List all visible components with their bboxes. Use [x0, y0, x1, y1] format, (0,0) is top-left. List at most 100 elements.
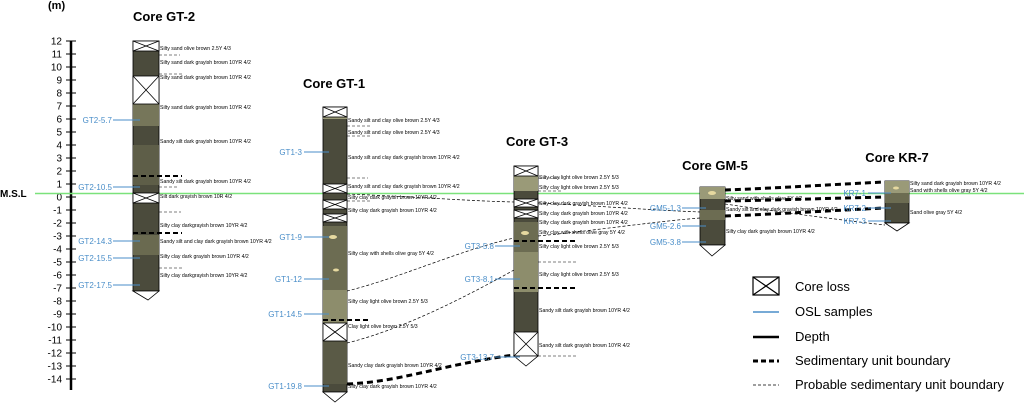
osl-labels: KR7-1 KR7-2 KR7-3: [843, 189, 866, 226]
shell-symbols: [329, 235, 339, 272]
axis-tick-label: 4: [56, 141, 62, 152]
shell-symbols: [521, 231, 529, 235]
osl-sample-label: GT2-5.7: [83, 116, 113, 125]
lithology-label: Silty clay dark grayish brown 10YR 4/2: [539, 201, 628, 207]
correlation-lines: [346, 180, 886, 386]
axis-tick-label: 9: [56, 76, 62, 87]
osl-labels: GT3-5.8 GT3-8.1 GT3-13.7: [460, 242, 494, 362]
core-layer: [700, 210, 725, 220]
lithology-label: Silty sand with shells olive 5Y 4/2: [726, 196, 802, 202]
lithology-label: Silty clay dark grayish brown 10YR 4/2: [348, 208, 437, 214]
lithology-label: Sandy clay dark grayish brown 10YR 4/2: [348, 363, 442, 369]
axis-tick-label: -13: [48, 362, 63, 373]
legend-item-osl: OSL samples: [753, 304, 873, 319]
osl-markers: [495, 245, 520, 358]
lithology-label: Silty clay dark grayish brown 10YR 4/2: [539, 211, 628, 217]
unit-boundaries: [514, 240, 578, 289]
osl-markers: [113, 119, 140, 286]
axis-tick-label: 3: [56, 154, 62, 165]
lithology-label: Silty clay darkgrayish brown 10YR 4/2: [160, 273, 247, 279]
lithology-label: Silty clay dark grayish brown 10YR 4/2: [348, 384, 437, 390]
core-gm-5: Core GM-5 Silty sand with shells olive 5…: [650, 158, 838, 257]
shell-symbols: [708, 191, 716, 195]
lithology-label: Sandy silt and clay olive brown 2.5Y 4/3: [348, 130, 440, 136]
probable-boundary-line: [724, 203, 886, 226]
core-layer: [323, 341, 347, 384]
core-kr-7: Core KR-7 Silty sand dark grayish brown …: [843, 150, 1001, 232]
lithology-label: Silty sand dark grayish brown 10YR 4/2: [910, 181, 1001, 187]
lithology-label: Silty clay with shells olive gray 5Y 4/2: [539, 230, 625, 236]
core-layer: [323, 290, 347, 323]
osl-sample-label: KR7-2: [843, 204, 866, 213]
core-title: Core GT-3: [506, 134, 568, 149]
osl-sample-label: GT2-17.5: [78, 281, 112, 290]
legend-label: OSL samples: [795, 304, 873, 319]
core-descriptions: Sandy silt and clay olive brown 2.5Y 4/3…: [348, 118, 460, 390]
axis-tick-label: 6: [56, 115, 62, 126]
lithology-label: Sandy silt dark grayish brown 10YR 4/2: [160, 139, 251, 145]
msl-label: M.S.L: [0, 189, 27, 200]
axis-tick-label: -5: [53, 258, 62, 269]
lithology-label: Silty sand dark grayish brown 10YR 4/2: [160, 60, 251, 66]
legend-item-core-loss: Core loss: [752, 276, 850, 296]
lithology-label: Sand with shells olive gray 5Y 4/2: [910, 188, 988, 194]
lithology-label: Sandy silt and clay dark grayish brown 1…: [726, 207, 838, 213]
lithology-label: Clay light olive brown 2.5Y 5/3: [348, 324, 418, 330]
axis-tick-label: -9: [53, 310, 62, 321]
lithology-label: Silty sand dark grayish brown 10YR 4/2: [160, 75, 251, 81]
lithology-label: Silty sand olive brown 2.5Y 4/3: [160, 46, 231, 52]
lithology-label: Silty clay light olive brown 2.5Y 5/3: [539, 175, 619, 181]
osl-sample-label: GT1-12: [275, 275, 303, 284]
core-loss-icon-cross: [752, 276, 780, 296]
core-title: Core GM-5: [682, 158, 748, 173]
osl-labels: GM5-1.3 GM5-2.6 GM5-3.8: [650, 204, 682, 247]
unit-boundary-line: [724, 180, 886, 192]
core-layer: [133, 235, 159, 255]
core-loss-cells: [132, 40, 160, 204]
lithology-label: Sandy silt dark grayish brown 10YR 4/2: [539, 343, 630, 349]
probable-boundary-line: [537, 217, 701, 237]
osl-sample-label: GT1-9: [279, 233, 302, 242]
axis-tick-label: -10: [48, 323, 63, 334]
axis-tick-label: -8: [53, 297, 62, 308]
depth-axis: (m) 1211109876543210-1-2-3-4-5-6-7-8-9-1…: [48, 0, 76, 390]
axis-tick-label: -6: [53, 271, 62, 282]
probable-boundary-line: [346, 269, 515, 344]
osl-sample-label: GT2-10.5: [78, 183, 112, 192]
legend-item-depth: Depth: [753, 329, 830, 344]
core-loss-cells: [322, 106, 348, 342]
probable-boundary-line: [346, 193, 515, 203]
osl-sample-label: KR7-3: [843, 217, 866, 226]
osl-sample-label: GT3-5.8: [465, 242, 495, 251]
core-descriptions: Silty sand with shells olive 5Y 4/2 Sand…: [726, 196, 838, 235]
axis-tick-label: 0: [56, 193, 62, 204]
lithology-label: Silty sand dark grayish brown 10YR 4/2: [160, 105, 251, 111]
lithology-label: Silty clay light olive brown 2.5Y 5/3: [539, 272, 619, 278]
core-title: Core KR-7: [865, 150, 929, 165]
legend-label: Core loss: [795, 279, 850, 294]
lithology-label: Silty clay light olive brown 2.5Y 5/3: [539, 244, 619, 250]
lithology-label: Silty clay darkgrayish brown 10YR 4/2: [160, 223, 247, 229]
lithology-label: Sandy silt and clay dark grayish brown 1…: [348, 155, 460, 161]
osl-labels: GT1-3 GT1-9 GT1-12 GT1-14.5 GT1-19.8: [268, 148, 302, 391]
lithology-label: Silty clay light olive brown 2.5Y 5/3: [539, 185, 619, 191]
axis-tick-label: 7: [56, 102, 62, 113]
core-bottom: [131, 290, 161, 301]
core-bottom: [321, 391, 349, 403]
axis-tick-label: 11: [52, 50, 63, 61]
core-layer: [514, 252, 538, 292]
probable-boundary-line: [537, 202, 701, 213]
osl-sample-label: GT1-14.5: [268, 310, 302, 319]
core-layer: [514, 222, 538, 252]
legend: Core loss OSL samples Depth Sedimentary …: [752, 276, 1004, 392]
core-bottom: [883, 222, 911, 232]
axis-tick-label: -7: [53, 284, 62, 295]
core-boundaries: [159, 54, 183, 269]
axis-tick-label: -3: [53, 232, 62, 243]
axis-tick-label: 12: [51, 37, 63, 48]
osl-sample-label: GT1-3: [279, 148, 302, 157]
unit-boundary-line: [346, 353, 515, 386]
core-gt-1: Core GT-1 Sandy silt and clay olive brow…: [268, 76, 460, 403]
osl-sample-label: GT2-15.5: [78, 254, 112, 263]
